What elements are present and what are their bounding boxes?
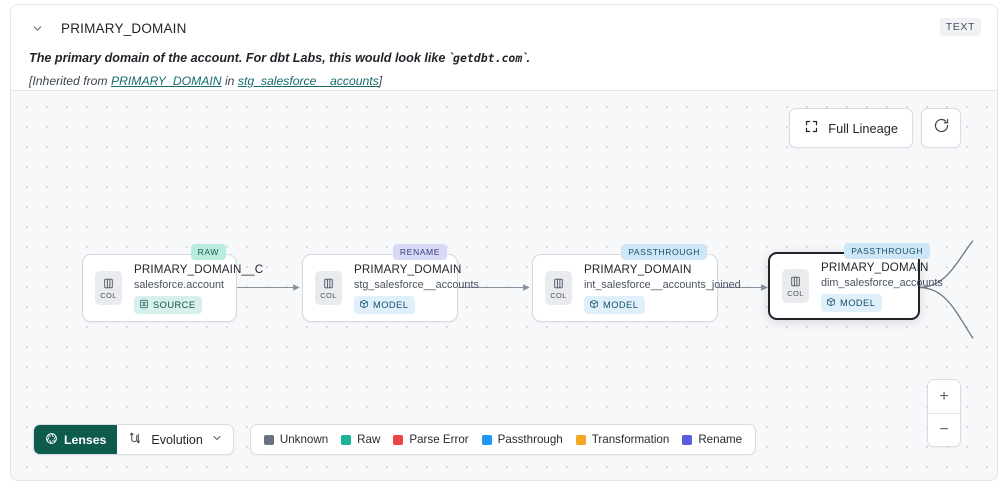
column-chip-label: COL <box>550 290 567 300</box>
legend-swatch <box>481 434 492 445</box>
lenses-button[interactable]: Lenses <box>34 425 118 454</box>
column-chip: COL <box>782 269 809 303</box>
node-body: PRIMARY_DOMAIN int_salesforce__accounts_… <box>584 263 751 314</box>
refresh-icon <box>933 117 950 139</box>
lineage-canvas[interactable]: Full Lineage RAW COL <box>11 90 997 480</box>
legend-label: Raw <box>357 433 381 446</box>
evolution-icon <box>128 431 143 449</box>
evolution-dropdown[interactable]: Evolution <box>117 425 233 454</box>
node-kind-badge: PASSTHROUGH <box>844 243 930 259</box>
lineage-node[interactable]: RENAME COL PRIMARY_DOMAIN stg_salesforce… <box>302 244 479 322</box>
column-chip-label: COL <box>320 290 337 300</box>
chevron-down-icon <box>211 432 223 447</box>
node-type-chip: MODEL <box>584 295 646 314</box>
evolution-label: Evolution <box>151 432 203 447</box>
lineage-edges <box>237 240 974 339</box>
node-type-label: MODEL <box>840 297 876 308</box>
lenses-group: Lenses Evolution <box>33 424 234 455</box>
node-type-chip: SOURCE <box>134 295 203 314</box>
legend-item: Raw <box>341 433 380 446</box>
column-description: The primary domain of the account. For d… <box>29 51 981 65</box>
inherited-model-link[interactable]: stg_salesforce__accounts <box>237 74 379 88</box>
node-type-chip: MODEL <box>354 295 416 314</box>
cube-icon <box>359 299 369 311</box>
lineage-legend: Unknown Raw Parse Error Passthrough Tran… <box>249 424 757 455</box>
inherited-from-note: [Inherited from PRIMARY_DOMAIN in stg_sa… <box>29 74 981 88</box>
zoom-out-button[interactable]: − <box>928 413 960 446</box>
column-chip: COL <box>95 271 122 305</box>
node-subtitle: int_salesforce__accounts_joined <box>584 278 741 291</box>
node-title: PRIMARY_DOMAIN <box>584 262 692 276</box>
zoom-in-button[interactable]: + <box>939 387 949 405</box>
inherited-suffix: ] <box>378 74 383 88</box>
node-type-label: MODEL <box>373 299 409 310</box>
panel-header: PRIMARY_DOMAIN TEXT The primary domain o… <box>11 5 997 90</box>
node-body: PRIMARY_DOMAIN dim_salesforce_accounts M… <box>821 261 953 312</box>
title-row: PRIMARY_DOMAIN <box>29 15 981 41</box>
cube-icon <box>589 299 599 311</box>
legend-label: Passthrough <box>497 433 563 446</box>
legend-item: Parse Error <box>393 433 469 446</box>
canvas-bottom-bar: Lenses Evolution <box>33 424 757 455</box>
column-chip: COL <box>545 271 572 305</box>
database-icon <box>139 299 149 311</box>
node-title: PRIMARY_DOMAIN <box>821 260 929 274</box>
full-lineage-button[interactable]: Full Lineage <box>789 108 913 148</box>
expand-icon <box>804 119 819 137</box>
description-code: getdbt.com <box>453 51 523 65</box>
node-subtitle: dim_salesforce_accounts <box>821 276 943 289</box>
lenses-label: Lenses <box>64 432 107 447</box>
legend-item: Transformation <box>575 433 670 446</box>
full-lineage-label: Full Lineage <box>828 120 898 136</box>
aperture-icon <box>45 432 58 448</box>
legend-swatch <box>682 434 693 445</box>
legend-swatch <box>341 434 352 445</box>
legend-swatch <box>263 434 274 445</box>
legend-label: Unknown <box>279 433 329 446</box>
inherited-middle: in <box>221 74 238 88</box>
column-chip-label: COL <box>787 288 804 298</box>
node-body: PRIMARY_DOMAIN__C salesforce.account SOU… <box>134 263 273 314</box>
node-type-label: SOURCE <box>153 299 196 310</box>
column-chip-label: COL <box>100 290 117 300</box>
node-title: PRIMARY_DOMAIN__C <box>134 262 264 276</box>
column-type-badge: TEXT <box>939 18 981 36</box>
lineage-node-selected[interactable]: PASSTHROUGH COL PRIMARY_DOMAIN dim_sales… <box>768 243 943 320</box>
legend-item: Rename <box>682 433 742 446</box>
legend-item: Passthrough <box>481 433 563 446</box>
node-title: PRIMARY_DOMAIN <box>354 262 462 276</box>
legend-swatch <box>575 434 586 445</box>
node-kind-badge: PASSTHROUGH <box>621 244 707 260</box>
legend-label: Parse Error <box>409 433 469 446</box>
zoom-controls: + − <box>927 379 961 447</box>
inherited-prefix: [Inherited from <box>29 74 111 88</box>
canvas-top-controls: Full Lineage <box>789 108 961 148</box>
cube-icon <box>826 297 836 309</box>
node-type-label: MODEL <box>603 299 639 310</box>
node-kind-badge: RAW <box>190 244 226 260</box>
node-body: PRIMARY_DOMAIN stg_salesforce__accounts … <box>354 263 489 314</box>
node-type-chip: MODEL <box>821 293 883 312</box>
lineage-node[interactable]: RAW COL PRIMARY_DOMAIN__C salesforce.acc… <box>82 244 263 322</box>
node-subtitle: stg_salesforce__accounts <box>354 278 479 291</box>
legend-label: Transformation <box>591 433 670 446</box>
column-lineage-panel: PRIMARY_DOMAIN TEXT The primary domain o… <box>10 4 998 481</box>
description-text-post: `. <box>522 51 530 65</box>
description-text-pre: The primary domain of the account. For d… <box>29 51 454 65</box>
inherited-column-link[interactable]: PRIMARY_DOMAIN <box>110 74 222 88</box>
lineage-node[interactable]: PASSTHROUGH COL PRIMARY_DOMAIN int_sales… <box>532 244 741 322</box>
node-kind-badge: RENAME <box>392 244 447 260</box>
column-chip: COL <box>315 271 342 305</box>
legend-label: Rename <box>698 433 743 446</box>
chevron-down-icon[interactable] <box>29 20 45 36</box>
legend-item: Unknown <box>263 433 329 446</box>
legend-swatch <box>393 434 404 445</box>
refresh-button[interactable] <box>921 108 961 148</box>
page-title: PRIMARY_DOMAIN <box>61 20 187 36</box>
node-subtitle: salesforce.account <box>134 278 225 291</box>
